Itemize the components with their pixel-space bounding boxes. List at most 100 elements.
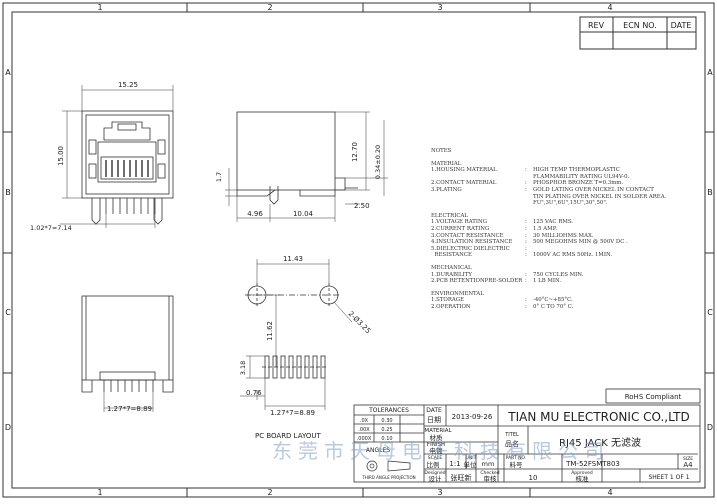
note-label: 2.CURRENT RATING [431, 225, 490, 232]
note-label: 3.PLATING [431, 186, 462, 193]
checked-label: Checked [480, 470, 499, 476]
date-label: DATE [426, 407, 442, 414]
dim-bottom-pin-span: 1.27*7=8.89 [107, 405, 152, 413]
grid-row-c: C [5, 308, 11, 317]
note-value: PHOSPHOR BRONZE T=0.3mm. [533, 180, 624, 187]
note-electrical-row: 5.DIELECTRIC DIELECTRIC: [431, 246, 701, 253]
notes-block: NOTES MATERIAL 1.HOUSING MATERIAL:HIGH T… [431, 148, 701, 310]
note-electrical-row: 4.INSULATION RESISTANCE:500 MEGOHMS MIN … [431, 239, 701, 246]
notes-environmental-list: 1.STORAGE:-40°C~+85°C.2.OPERATION:0° C T… [431, 297, 701, 310]
dim-front-width: 15.25 [118, 81, 138, 89]
company-name: TIAN MU ELECTRONIC CO.,LTD [507, 410, 689, 424]
grid-col-1-bottom: 1 [97, 488, 102, 497]
rohs-label: RoHS Compliant [625, 393, 682, 401]
angles-label: ANGLES [366, 447, 390, 454]
note-value: 1 LB MIN. [533, 278, 562, 285]
side-dimensions [225, 111, 388, 222]
note-colon: : [525, 186, 527, 193]
dim-pcb-hole-span: 11.43 [283, 255, 303, 263]
rohs-box [605, 388, 701, 404]
scale-value: 1:1 [449, 460, 460, 468]
note-colon: : [525, 303, 527, 310]
grid-row-d-right: D [707, 423, 713, 432]
note-mechanical-row: 1.DURABILITY:750 CYCLES MIN. [431, 272, 701, 279]
title-block-grid [353, 404, 701, 483]
material-label: MATERIAL [424, 428, 452, 434]
title-value: RJ45 JACK 无滤波 [559, 436, 641, 449]
notes-material-list: 1.HOUSING MATERIAL: HIGH TEMP THERMOPLAST… [431, 167, 701, 207]
note-mechanical-row: 2.PCB RETENTIONPRE-SOLDER:1 LB MIN. [431, 278, 701, 285]
note-environmental-row: 2.OPERATION:0° C TO 70° C. [431, 304, 701, 311]
outer-border [2, 2, 715, 498]
note-value: 1000V AC RMS 50Hz. 1MIN. [533, 252, 613, 259]
notes-electrical-list: 1.VOLTAGE RATING:125 VAC RMS.2.CURRENT R… [431, 219, 701, 259]
note-value: 0° C TO 70° C. [533, 303, 574, 310]
dim-front-pin-span: 1.02*7=7.14 [30, 224, 72, 232]
note-label: 1.STORAGE [431, 297, 465, 304]
note-environmental-row: 1.STORAGE:-40°C~+85°C. [431, 297, 701, 304]
grid-row-c-right: C [707, 308, 713, 317]
grid-row-b-right: B [707, 188, 713, 197]
front-contacts [105, 160, 149, 177]
bottom-dimensions [103, 392, 154, 412]
note-label: 4.INSULATION RESISTANCE [431, 239, 513, 246]
unit-label: UNIT [466, 455, 477, 461]
notes-electrical-header: ELECTRICAL [431, 212, 468, 219]
note-value: GOLD LATING OVER NICKEL IN CONTACT [533, 186, 654, 193]
note-label: 1.VOLTAGE RATING [431, 219, 488, 226]
designer-name: 张旺新 [451, 473, 472, 482]
note-value: FLAMMABILITY RATING UL94V-0. [533, 173, 630, 180]
date-value: 2013-09-26 [452, 413, 493, 421]
pcb-pads [262, 355, 328, 379]
grid-col-3: 3 [437, 3, 442, 12]
note-value: 30 MILLIOHMS MAX. [533, 232, 594, 239]
grid-row-b: B [5, 188, 11, 197]
note-colon: : [525, 167, 527, 174]
tol-value-1: 0.30 [381, 418, 392, 424]
note-label: RESISTANCE [431, 252, 472, 259]
finish-label: FINISH [427, 442, 445, 448]
size-label: SIZE [683, 456, 693, 462]
note-colon: : [525, 219, 527, 226]
part-no-label: PART NO. [506, 455, 527, 461]
note-electrical-row: 1.VOLTAGE RATING:125 VAC RMS. [431, 219, 701, 226]
note-material-row: 1.HOUSING MATERIAL: HIGH TEMP THERMOPLAST… [431, 167, 701, 174]
note-material-row: TIN PLATING OVER NICKEL IN SOLDER AREA. [431, 194, 701, 201]
note-label: 1.HOUSING MATERIAL [431, 167, 497, 174]
note-value: 1.5 AMP. [533, 225, 557, 232]
date-cn: 日期 [427, 416, 441, 424]
grid-row-d: D [5, 423, 11, 432]
grid-col-4: 4 [607, 3, 612, 12]
tol-range-3: .000X [357, 436, 372, 442]
grid-col-3-bottom: 3 [437, 488, 442, 497]
tolerances-label: TOLERANCES [368, 407, 409, 414]
note-electrical-row: 3.CONTACT RESISTANCE:30 MILLIOHMS MAX. [431, 233, 701, 240]
finish-cn: 电镀 [430, 446, 444, 455]
dim-side-pin-len: 1.7 [215, 172, 223, 182]
note-value: HIGH TEMP THERMOPLASTIC [533, 167, 620, 174]
note-value: -40°C~+85°C. [533, 297, 573, 304]
note-colon: : [525, 180, 527, 187]
note-material-row: 3.PLATING: GOLD LATING OVER NICKEL IN CON… [431, 187, 701, 194]
front-view [81, 110, 174, 225]
note-colon: : [525, 271, 527, 278]
note-value: 125 VAC RMS. [533, 219, 574, 226]
unit-value: mm [482, 460, 495, 468]
notes-mechanical-header: MECHANICAL [431, 264, 472, 271]
grid-row-a: A [5, 68, 11, 77]
tol-range-1: .0X [360, 418, 369, 424]
approved-cn: 核准 [576, 474, 590, 483]
part-no-cn: 料号 [510, 460, 524, 469]
notes-title: NOTES [431, 148, 452, 154]
ecn-header: ECN NO. [623, 21, 657, 30]
dim-side-height: 12.70 [351, 142, 359, 162]
front-dimensions [60, 85, 174, 228]
note-label: 2.CONTACT MATERIAL [431, 180, 497, 187]
note-material-row: FLAMMABILITY RATING UL94V-0. [431, 174, 701, 181]
approved-label: Approved [571, 470, 593, 476]
scale-cn: 比例 [427, 460, 440, 469]
grid-row-a-right: A [707, 68, 713, 77]
grid-col-4-bottom: 4 [607, 488, 612, 497]
title-label: TITEL [504, 432, 519, 438]
